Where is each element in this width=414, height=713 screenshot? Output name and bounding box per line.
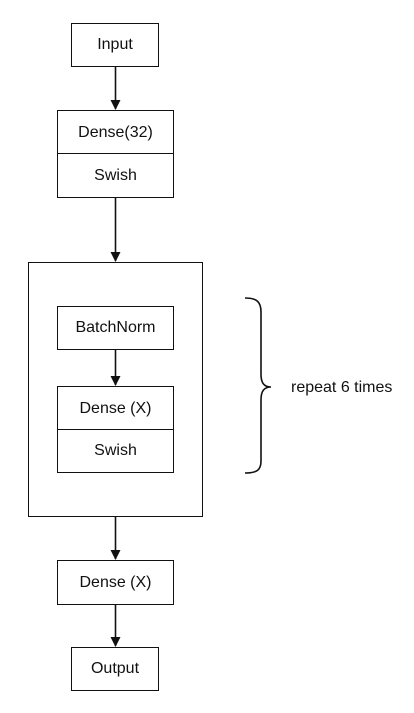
repeat-label: repeat 6 times xyxy=(291,379,393,396)
dense-x-out-node: Dense (X) xyxy=(57,560,174,605)
dense-x-out-label: Dense (X) xyxy=(79,573,152,591)
batchnorm-label: BatchNorm xyxy=(75,319,156,336)
swish-inner-label: Swish xyxy=(94,442,137,460)
swish-top-node: Swish xyxy=(57,153,174,199)
swish-inner-node: Swish xyxy=(57,429,174,474)
dense32-label: Dense(32) xyxy=(78,123,153,141)
repeat-block xyxy=(28,262,203,517)
swish-top-label: Swish xyxy=(94,166,137,184)
repeat-brace xyxy=(244,297,272,474)
dense-x-inner-node: Dense (X) xyxy=(57,386,174,431)
input-node: Input xyxy=(71,23,159,67)
input-label: Input xyxy=(97,36,133,53)
batchnorm-node: BatchNorm xyxy=(57,306,174,350)
output-node: Output xyxy=(71,647,159,691)
dense-x-inner-label: Dense (X) xyxy=(79,399,152,417)
output-label: Output xyxy=(90,660,140,677)
